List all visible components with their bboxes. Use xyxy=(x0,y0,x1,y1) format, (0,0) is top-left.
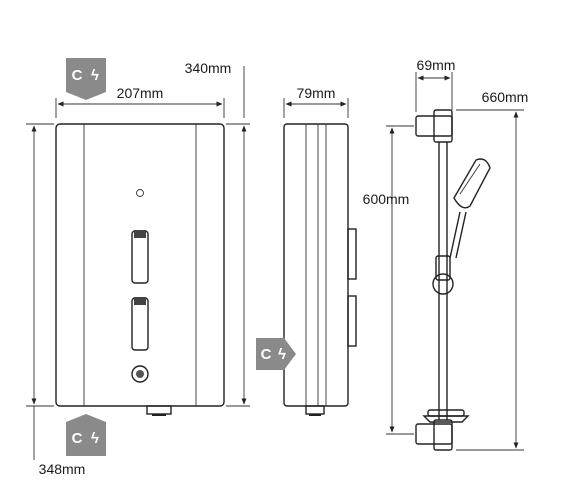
rail-adjust-label: 600mm xyxy=(363,191,410,207)
dimension-height-left xyxy=(26,123,54,407)
front-view xyxy=(55,123,225,416)
width-total-label: 340mm xyxy=(185,60,232,76)
dimension-rail-offset: 69mm xyxy=(415,57,456,112)
svg-text:C: C xyxy=(261,346,272,363)
dimension-width-total: 340mm xyxy=(185,60,245,118)
dimension-depth-side: 79mm xyxy=(283,85,349,118)
riser-rail xyxy=(415,109,491,451)
dimension-height-bottom: 348mm xyxy=(33,406,86,477)
start-stop-button xyxy=(131,365,149,383)
side-knob-lower xyxy=(347,295,357,347)
side-knob-upper xyxy=(347,228,357,280)
svg-text:ϟ: ϟ xyxy=(278,346,286,363)
indicator-light xyxy=(136,189,144,197)
side-casing xyxy=(283,123,349,407)
dimension-width-front: 207mm xyxy=(55,85,225,118)
svg-text:C: C xyxy=(72,67,83,84)
dimension-rail-total: 660mm xyxy=(456,89,529,451)
shower-head xyxy=(453,158,491,209)
width-front-label: 207mm xyxy=(117,85,164,101)
dimension-height-right xyxy=(226,123,250,407)
power-control xyxy=(131,297,149,351)
cable-entry-icon xyxy=(146,405,172,415)
slider-knob xyxy=(432,273,454,295)
side-view xyxy=(283,123,357,416)
dimension-rail-adjust: 600mm xyxy=(363,125,414,435)
cable-entry-badge-top: C ϟ xyxy=(66,58,106,100)
height-bottom-label: 348mm xyxy=(39,461,86,477)
svg-text:C: C xyxy=(72,430,83,447)
rail-offset-label: 69mm xyxy=(417,57,456,73)
depth-side-label: 79mm xyxy=(297,85,336,101)
cable-entry-badge-side: C ϟ xyxy=(256,338,296,370)
front-casing xyxy=(55,123,225,407)
svg-text:ϟ: ϟ xyxy=(91,67,99,84)
rail-total-label: 660mm xyxy=(482,89,529,105)
temperature-control xyxy=(131,230,149,284)
cable-entry-badge-bottom: C ϟ xyxy=(66,414,106,456)
svg-text:ϟ: ϟ xyxy=(91,430,99,447)
